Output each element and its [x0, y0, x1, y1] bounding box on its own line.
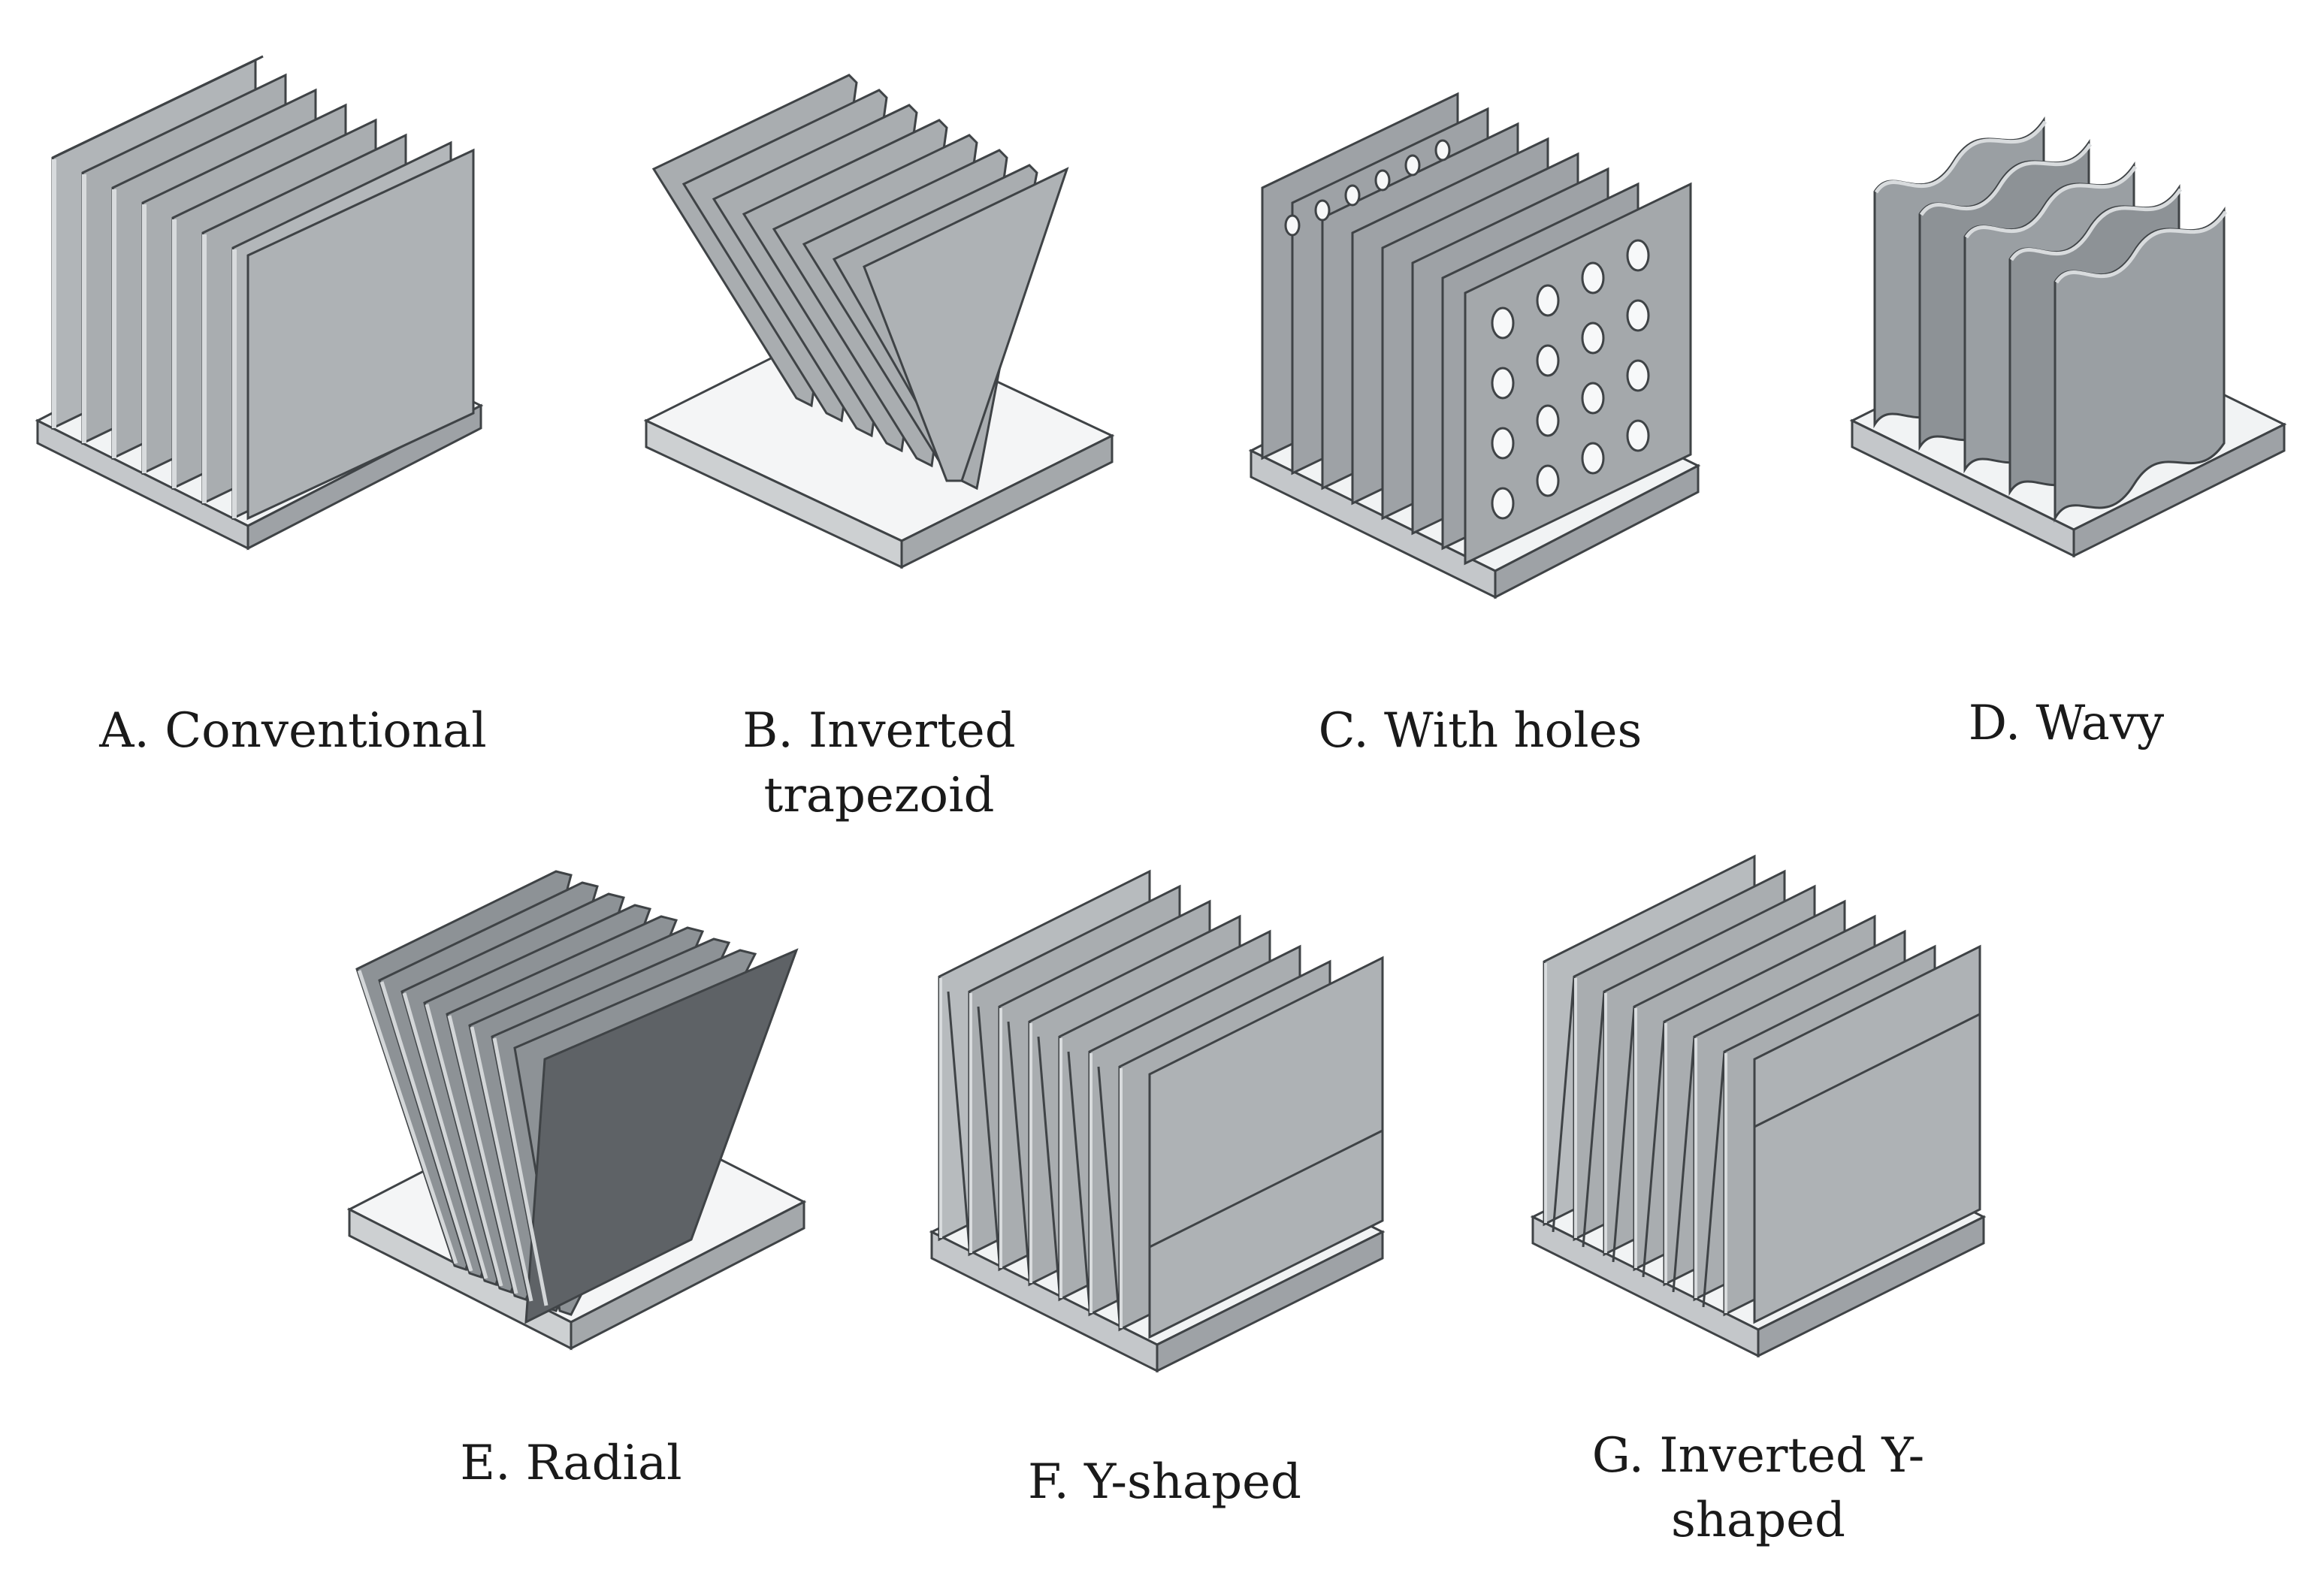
caption-line: shaped	[1670, 1493, 1846, 1548]
heat-sink-y-shaped	[929, 869, 1386, 1373]
caption-line: G. Inverted Y-	[1591, 1428, 1925, 1484]
caption-inverted-y-shaped: G. Inverted Y- shaped	[1525, 1424, 1991, 1553]
fin-front-face	[246, 148, 475, 521]
caption-line: E. Radial	[460, 1436, 682, 1491]
caption-line: B. Inverted	[742, 703, 1016, 759]
caption-with-holes: C. With holes	[1247, 699, 1713, 763]
fins	[1543, 854, 1981, 1324]
base-side	[570, 1200, 805, 1351]
heat-sink-inverted-y-shaped	[1530, 854, 1987, 1358]
heat-sink-wavy	[1849, 116, 2287, 558]
holes	[1284, 139, 1650, 520]
base-side	[1156, 1230, 1384, 1373]
heat-sink-with-holes	[1248, 92, 1701, 599]
caption-wavy: D. Wavy	[1833, 691, 2299, 756]
caption-line: trapezoid	[763, 768, 995, 823]
caption-line: F. Y-shaped	[1028, 1454, 1301, 1510]
caption-line: C. With holes	[1318, 703, 1643, 759]
fin-front-face	[1464, 182, 1692, 566]
fins	[651, 74, 1069, 491]
caption-line: A. Conventional	[99, 703, 487, 759]
caption-line: D. Wavy	[1968, 696, 2165, 751]
heat-sink-conventional	[35, 55, 484, 551]
base-side	[2072, 422, 2286, 558]
caption-inverted-trapezoid: B. Inverted trapezoid	[646, 699, 1112, 828]
base-side	[900, 433, 1114, 569]
fins	[355, 870, 799, 1324]
heat-sink-inverted-trapezoid	[643, 74, 1115, 569]
fin-front-face	[863, 167, 1069, 482]
fins	[938, 869, 1384, 1339]
base-side	[1757, 1215, 1985, 1358]
caption-radial: E. Radial	[346, 1431, 796, 1496]
fins	[1873, 116, 2226, 523]
caption-y-shaped: F. Y-shaped	[939, 1450, 1390, 1514]
fin-front-face	[1148, 956, 1384, 1339]
caption-conventional: A. Conventional	[60, 699, 526, 763]
heat-sink-radial	[346, 870, 807, 1351]
fin-front-face	[1753, 944, 1981, 1324]
base-side	[1494, 463, 1700, 599]
